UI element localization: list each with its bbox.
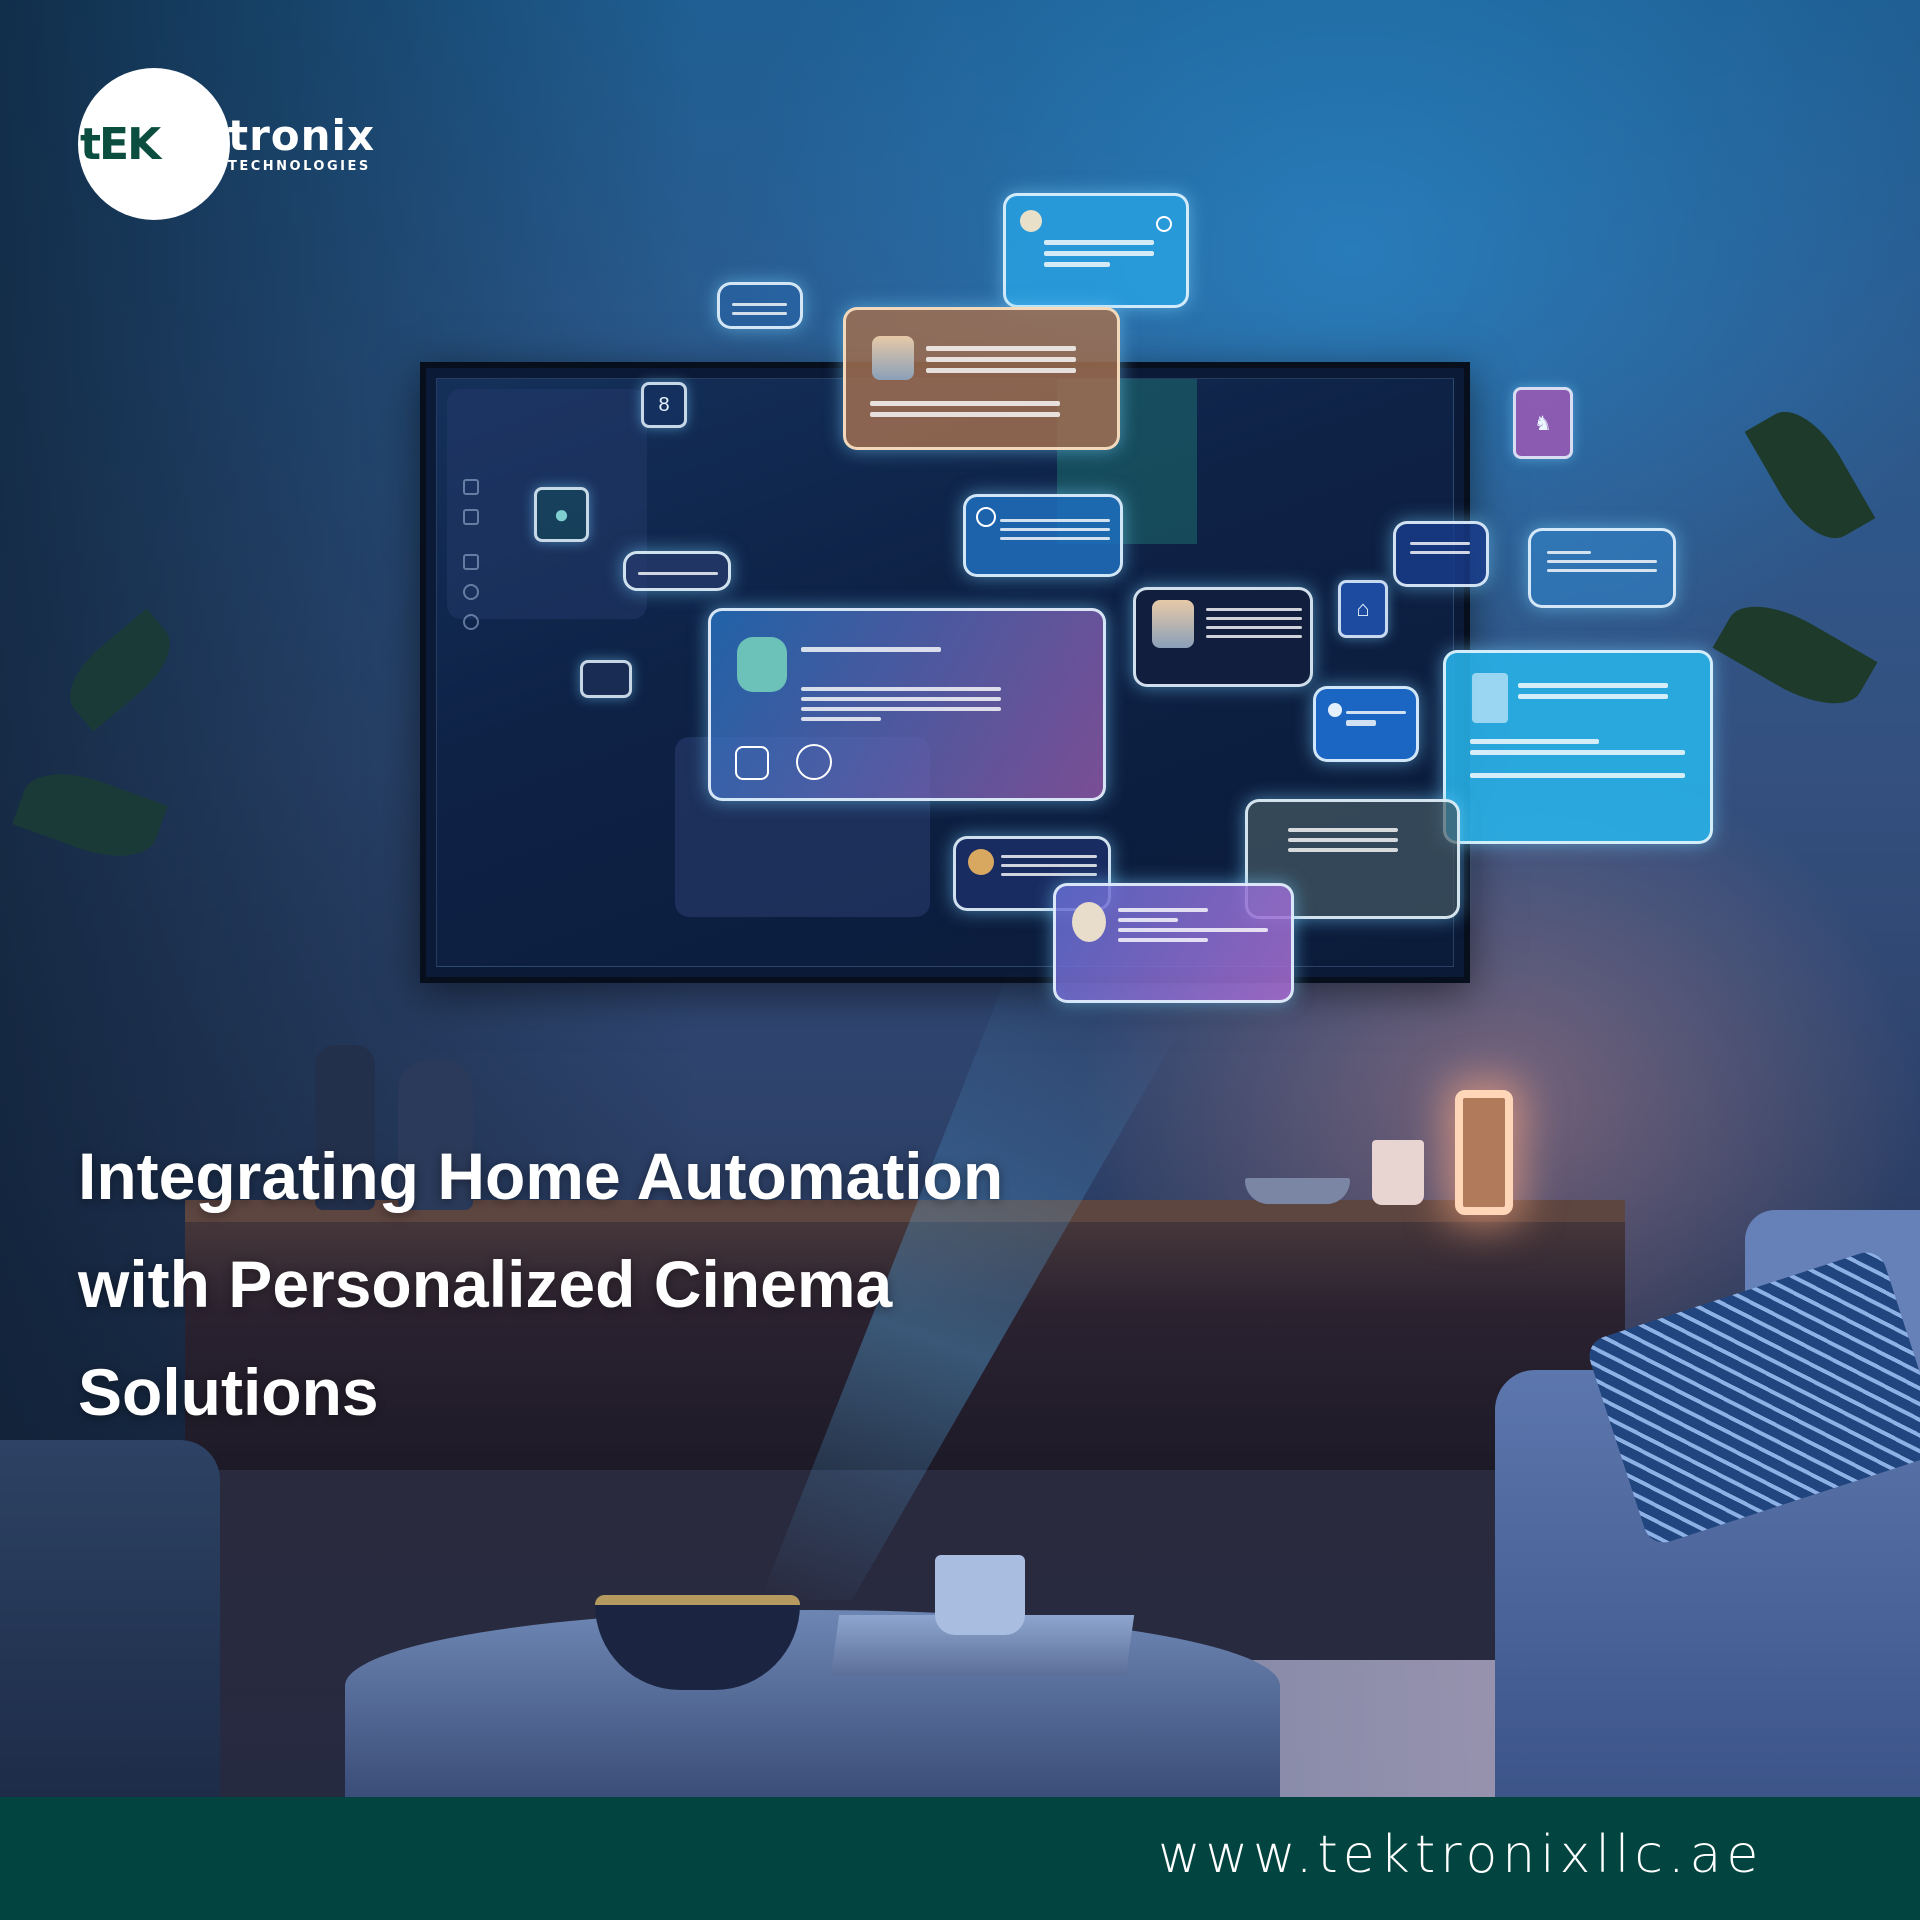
play-icon — [463, 479, 479, 495]
website-link[interactable]: www.tektronixllc.ae — [1158, 1825, 1764, 1885]
vase — [935, 1555, 1025, 1635]
footer-bar: www.tektronixllc.ae — [0, 1797, 1920, 1920]
holo-panel-search — [623, 551, 731, 591]
vase-right — [398, 1060, 473, 1210]
image-icon: ⌂ — [1338, 580, 1388, 638]
logo-mark: tEK — [80, 118, 161, 170]
avatar-icon — [1020, 210, 1042, 232]
grid-icon — [463, 509, 479, 525]
avatar — [1152, 600, 1194, 648]
vase-left — [315, 1045, 375, 1210]
info-icon — [1156, 216, 1172, 232]
music-icon — [1072, 902, 1106, 942]
profile-icon — [796, 744, 832, 780]
folder-icon — [463, 554, 479, 570]
holo-panel-spiral — [963, 494, 1123, 577]
decor-bowl — [1245, 1178, 1350, 1204]
holo-panel-user — [1133, 587, 1313, 687]
food-icon — [968, 849, 994, 875]
lock-icon: 8 — [641, 382, 687, 428]
holo-panel-mini — [1393, 521, 1489, 587]
headline-line-2: with Personalized Cinema — [78, 1247, 893, 1321]
logo-circle: tEK — [78, 68, 230, 220]
table-lamp — [1455, 1090, 1513, 1215]
holo-panel-profile — [843, 307, 1120, 450]
sofa-left — [0, 1440, 220, 1800]
puzzle-icon: ♞ — [1513, 387, 1573, 459]
headline: Integrating Home Automation with Persona… — [78, 1122, 1178, 1446]
settings-icon — [463, 584, 479, 600]
avatar — [872, 336, 914, 380]
holo-panel-music — [1053, 883, 1294, 1003]
coffee-table — [345, 1610, 1280, 1800]
dot-icon — [1328, 703, 1342, 717]
spiral-icon — [976, 507, 996, 527]
power-icon — [463, 614, 479, 630]
building-icon — [1472, 673, 1508, 723]
cabinet-top — [185, 1200, 1625, 1222]
plant-pot — [1372, 1140, 1424, 1205]
headline-line-1: Integrating Home Automation — [78, 1139, 1004, 1213]
holo-panel-device — [1313, 686, 1419, 762]
holo-panel-recipe — [953, 836, 1111, 911]
brand-logo[interactable]: tEK tronix TECHNOLOGIES — [78, 68, 375, 220]
plant-leaf — [1744, 396, 1876, 554]
tv-cabinet — [185, 1205, 1625, 1470]
media-icon — [580, 660, 632, 698]
logo-wordmark: tronix — [228, 110, 376, 160]
circle-icon: ● — [534, 487, 589, 542]
holo-panel-small — [717, 282, 803, 329]
holo-panel-list — [1528, 528, 1676, 608]
plant-leaf — [1712, 587, 1878, 723]
app-icon — [735, 746, 769, 780]
holo-panel-notification — [1003, 193, 1189, 308]
logo-subtitle: TECHNOLOGIES — [228, 158, 371, 174]
holo-panel-main — [708, 608, 1106, 801]
headline-line-3: Solutions — [78, 1355, 379, 1429]
speaker-icon — [737, 637, 787, 692]
holo-panel-building — [1443, 650, 1713, 844]
